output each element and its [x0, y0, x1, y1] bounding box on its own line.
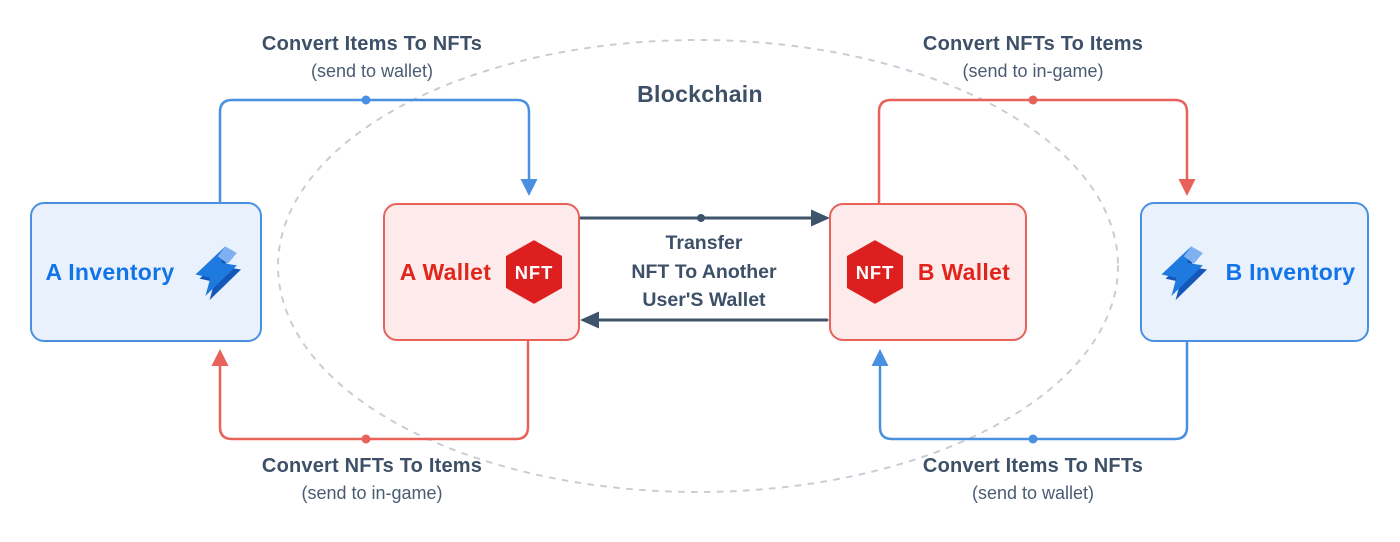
- lightning-icon: [195, 246, 242, 301]
- flow-subtitle: (send to wallet): [310, 61, 434, 81]
- flow-title: Convert NFTs To Items: [261, 455, 483, 477]
- node-b-wallet: NFT B Wallet: [829, 203, 1027, 341]
- transfer-arrow-right: [578, 209, 830, 227]
- transfer-label-line2: NFT To Another: [631, 260, 777, 283]
- arrowhead-left: [580, 311, 599, 329]
- transfer-label: Transfer NFT To Another User'S Wallet: [631, 229, 776, 315]
- flow-label-bottom-left: Convert NFTs To Items (send to in-game): [262, 455, 482, 504]
- arrowhead-down: [520, 179, 538, 196]
- nft-badge-text: NFT: [515, 262, 554, 283]
- flow-subtitle: (send to wallet): [971, 483, 1095, 503]
- blockchain-ellipse: [277, 39, 1119, 493]
- nft-badge-text: NFT: [856, 262, 895, 283]
- flow-subtitle: (send to in-game): [962, 61, 1104, 81]
- flow-subtitle: (send to in-game): [301, 483, 443, 503]
- lightning-icon: [1161, 246, 1207, 301]
- node-label: A Inventory: [45, 258, 175, 285]
- nft-hexagon-icon: NFT: [846, 240, 903, 304]
- flow-title: Convert Items To NFTs: [261, 33, 483, 55]
- node-a-inventory: A Inventory: [30, 202, 262, 342]
- node-label: A Wallet: [399, 258, 492, 285]
- blockchain-label: Blockchain: [637, 81, 763, 107]
- flow-label-bottom-right: Convert Items To NFTs (send to wallet): [923, 455, 1143, 504]
- node-b-inventory: B Inventory: [1140, 202, 1369, 342]
- flow-dot: [1028, 95, 1038, 105]
- flow-title: Convert NFTs To Items: [922, 33, 1144, 55]
- flow-arrow-top-right: [877, 95, 1196, 205]
- flow-label-top-right: Convert NFTs To Items (send to in-game): [923, 33, 1143, 82]
- flow-dot: [361, 95, 371, 105]
- flow-dot: [361, 434, 371, 444]
- flow-dot: [697, 214, 705, 222]
- nft-hexagon-icon: NFT: [506, 240, 563, 304]
- flow-label-top-left: Convert Items To NFTs (send to wallet): [262, 33, 482, 82]
- flow-dot: [1028, 434, 1038, 444]
- transfer-label-line1: Transfer: [665, 232, 743, 254]
- node-a-wallet: A Wallet NFT: [383, 203, 580, 341]
- node-label: B Inventory: [1225, 258, 1356, 285]
- arrowhead-up: [871, 349, 889, 366]
- arrowhead-right: [811, 209, 830, 227]
- flow-arrow-top-left: [218, 95, 538, 204]
- arrowhead-down: [1178, 179, 1196, 196]
- flow-title: Convert Items To NFTs: [922, 455, 1144, 477]
- node-label: B Wallet: [917, 258, 1011, 285]
- flow-arrow-bottom-left: [211, 339, 530, 444]
- flow-arrow-bottom-right: [871, 340, 1189, 444]
- arrowhead-up: [211, 349, 229, 366]
- transfer-arrow-left: [580, 311, 829, 329]
- transfer-label-line3: User'S Wallet: [642, 289, 766, 311]
